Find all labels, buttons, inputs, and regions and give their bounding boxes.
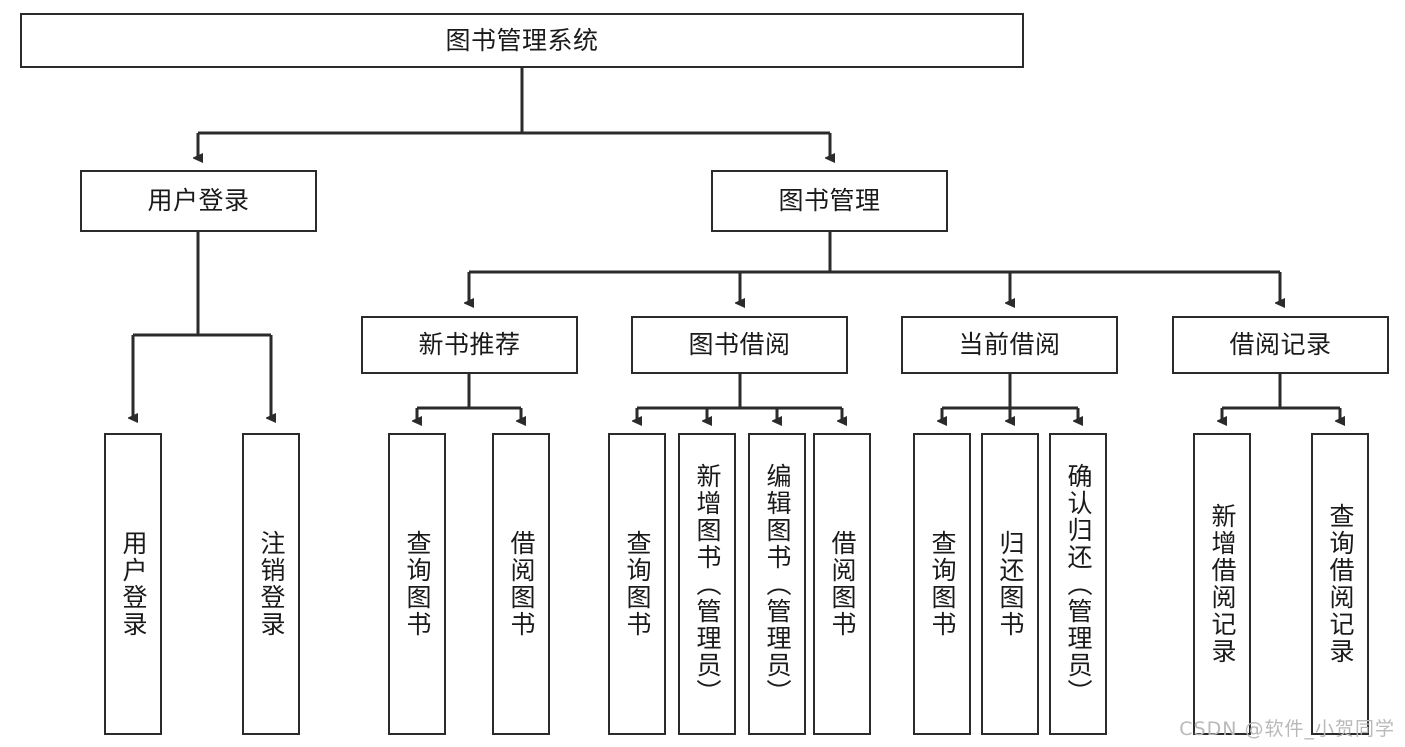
leaf-user-login-signout-label: 注销登录 (257, 530, 286, 638)
node-current-borrow-label: 当前借阅 (958, 330, 1061, 360)
leaf-new-book-borrow-label: 借阅图书 (507, 530, 536, 638)
leaf-borrow-query-book[interactable]: 查询图书 (608, 433, 666, 735)
leaf-new-book-query-label: 查询图书 (403, 530, 432, 638)
leaf-borrow-edit-book-label: 编辑图书（管理员） (763, 462, 792, 706)
leaf-borrow-query-book-label: 查询图书 (623, 530, 652, 638)
node-book-borrow-label: 图书借阅 (688, 330, 791, 360)
leaf-current-return-book[interactable]: 归还图书 (981, 433, 1039, 735)
node-current-borrow[interactable]: 当前借阅 (901, 316, 1118, 374)
node-borrow-record[interactable]: 借阅记录 (1172, 316, 1389, 374)
leaf-borrow-edit-book[interactable]: 编辑图书（管理员） (748, 433, 806, 735)
leaf-record-query-label: 查询借阅记录 (1326, 503, 1355, 665)
leaf-new-book-query[interactable]: 查询图书 (388, 433, 446, 735)
node-book-management-label: 图书管理 (778, 186, 881, 216)
leaf-current-confirm-return-label: 确认归还（管理员） (1064, 462, 1093, 706)
node-user-login[interactable]: 用户登录 (80, 170, 317, 232)
leaf-current-confirm-return[interactable]: 确认归还（管理员） (1049, 433, 1107, 735)
leaf-new-book-borrow[interactable]: 借阅图书 (492, 433, 550, 735)
leaf-record-query[interactable]: 查询借阅记录 (1311, 433, 1369, 735)
leaf-current-query-book-label: 查询图书 (928, 530, 957, 638)
node-user-login-label: 用户登录 (147, 186, 250, 216)
node-book-management[interactable]: 图书管理 (711, 170, 948, 232)
leaf-borrow-add-book[interactable]: 新增图书（管理员） (678, 433, 736, 735)
leaf-current-return-book-label: 归还图书 (996, 530, 1025, 638)
node-root-label: 图书管理系统 (445, 25, 599, 55)
leaf-user-login-signin[interactable]: 用户登录 (104, 433, 162, 735)
node-book-borrow[interactable]: 图书借阅 (631, 316, 848, 374)
leaf-borrow-borrow-book[interactable]: 借阅图书 (813, 433, 871, 735)
leaf-current-query-book[interactable]: 查询图书 (913, 433, 971, 735)
leaf-record-add[interactable]: 新增借阅记录 (1193, 433, 1251, 735)
node-new-book-recommend-label: 新书推荐 (418, 330, 521, 360)
leaf-record-add-label: 新增借阅记录 (1208, 503, 1237, 665)
node-new-book-recommend[interactable]: 新书推荐 (361, 316, 578, 374)
leaf-borrow-add-book-label: 新增图书（管理员） (693, 462, 722, 706)
node-root[interactable]: 图书管理系统 (20, 13, 1024, 68)
leaf-user-login-signout[interactable]: 注销登录 (242, 433, 300, 735)
node-borrow-record-label: 借阅记录 (1229, 330, 1332, 360)
leaf-user-login-signin-label: 用户登录 (119, 530, 148, 638)
leaf-borrow-borrow-book-label: 借阅图书 (828, 530, 857, 638)
